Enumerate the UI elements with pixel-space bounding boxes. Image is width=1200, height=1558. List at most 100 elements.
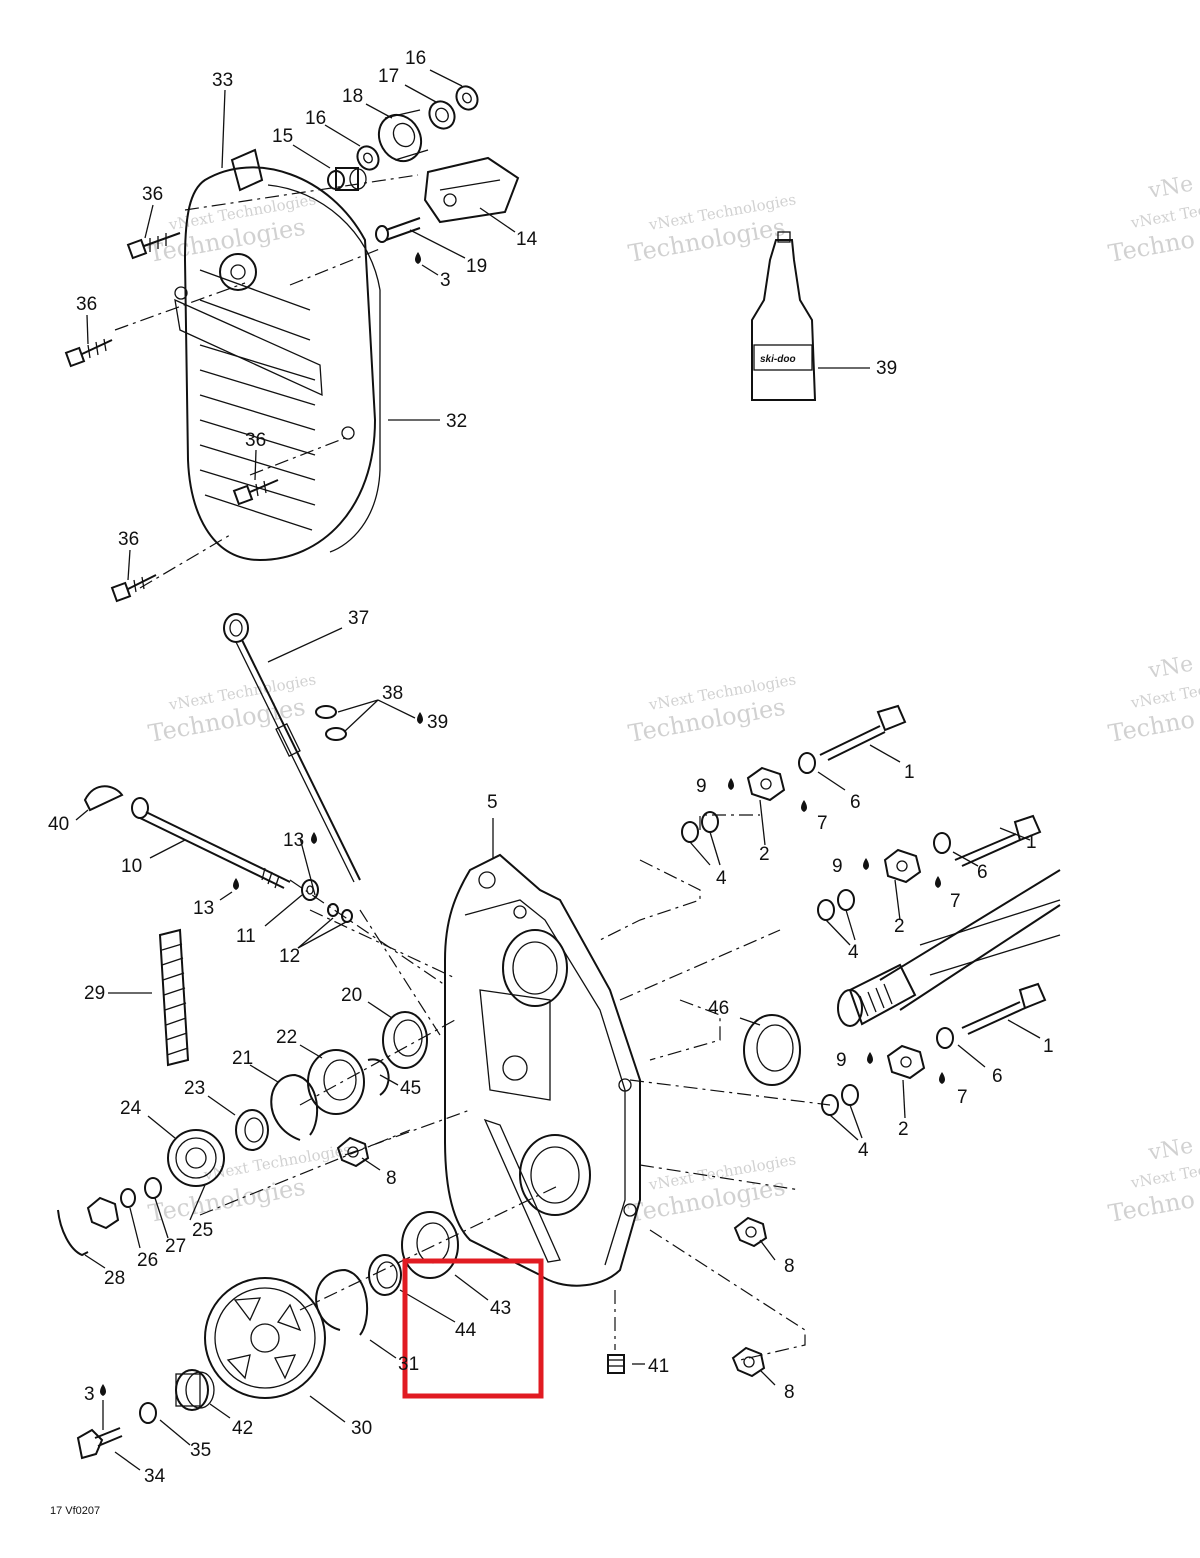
label-36: 36 xyxy=(245,430,266,451)
label-1: 1 xyxy=(1043,1036,1054,1057)
label-22: 22 xyxy=(276,1027,297,1048)
nut-2-mid xyxy=(883,848,922,884)
pin-10 xyxy=(131,797,291,889)
label-42: 42 xyxy=(232,1418,253,1439)
label-28: 28 xyxy=(104,1268,125,1289)
washer-26 xyxy=(120,1188,136,1208)
watermark-text: vNe xyxy=(1146,652,1195,685)
label-2: 2 xyxy=(759,844,770,865)
label-16: 16 xyxy=(305,108,326,129)
sprocket-30 xyxy=(204,1277,326,1399)
dipstick-37 xyxy=(223,613,361,883)
chaincase-cover xyxy=(174,148,381,562)
washer-6-low xyxy=(936,1027,954,1049)
bolt-36-b xyxy=(64,338,113,368)
clip-40 xyxy=(83,785,124,812)
spacer-15 xyxy=(327,167,367,191)
label-25: 25 xyxy=(192,1220,213,1241)
plug-41 xyxy=(607,1354,625,1374)
oil-drop-icon xyxy=(863,858,869,870)
assembly-lines xyxy=(114,174,831,1361)
label-39: 39 xyxy=(876,358,897,379)
oil-bottle-39: ski-doo xyxy=(751,231,817,401)
label-45: 45 xyxy=(400,1078,421,1099)
label-36: 36 xyxy=(142,184,163,205)
bottle-brand-text: ski-doo xyxy=(760,354,796,365)
watermark-right-edge: vNe vNext Tec Techno vNe vNext Tec Techn… xyxy=(1106,172,1200,1228)
nut-8-mid xyxy=(336,1136,370,1168)
label-7: 7 xyxy=(817,813,828,834)
label-24: 24 xyxy=(120,1098,142,1119)
washers-12 xyxy=(327,903,353,923)
label-35: 35 xyxy=(190,1440,211,1461)
drawing-reference-code: 17 Vf0207 xyxy=(50,1505,100,1517)
label-41: 41 xyxy=(648,1356,669,1377)
spacer-23 xyxy=(235,1109,269,1151)
oil-drop-icon xyxy=(233,878,239,890)
label-27: 27 xyxy=(165,1236,186,1257)
oil-drop-icons xyxy=(100,252,945,1396)
callout-labels: 16 17 18 16 15 33 36 36 36 36 14 19 3 32… xyxy=(48,48,1054,1487)
label-4: 4 xyxy=(848,942,859,963)
label-8: 8 xyxy=(784,1256,795,1277)
needle-bearing-17 xyxy=(428,100,456,130)
bolt-1-mid xyxy=(954,814,1042,867)
label-3: 3 xyxy=(84,1384,95,1405)
label-19: 19 xyxy=(466,256,487,277)
drive-axle xyxy=(837,869,1061,1027)
label-37: 37 xyxy=(348,608,369,629)
sprocket-24 xyxy=(167,1129,225,1187)
nut-2-top xyxy=(746,766,786,802)
label-2: 2 xyxy=(898,1119,909,1140)
label-30: 30 xyxy=(351,1418,372,1439)
circlip-21 xyxy=(270,1073,319,1141)
label-14: 14 xyxy=(516,229,538,250)
spacer-42 xyxy=(175,1369,215,1411)
label-8: 8 xyxy=(386,1168,397,1189)
washer-27 xyxy=(144,1177,162,1199)
label-21: 21 xyxy=(232,1048,253,1069)
label-7: 7 xyxy=(957,1087,968,1108)
bearing-43 xyxy=(401,1211,459,1279)
bolt-36-a xyxy=(126,232,181,260)
tensioner-sprocket-small xyxy=(219,253,257,291)
nut-8-right-low xyxy=(731,1346,766,1378)
label-9: 9 xyxy=(836,1050,847,1071)
label-39: 39 xyxy=(427,712,448,733)
bolt-19 xyxy=(375,217,421,243)
highlight-box xyxy=(402,1258,544,1399)
label-11: 11 xyxy=(236,926,256,947)
watermark-text: Techno xyxy=(1106,225,1197,268)
oil-drop-icon xyxy=(935,876,941,888)
label-15: 15 xyxy=(272,126,293,147)
washer-11 xyxy=(301,879,319,901)
label-8: 8 xyxy=(784,1382,795,1403)
label-6: 6 xyxy=(977,862,988,883)
label-6: 6 xyxy=(992,1066,1003,1087)
label-4: 4 xyxy=(858,1140,869,1161)
chaincase-housing-5 xyxy=(444,853,641,1287)
label-5: 5 xyxy=(487,792,498,813)
label-2: 2 xyxy=(894,916,905,937)
nut-2-low xyxy=(886,1044,926,1080)
chain-29 xyxy=(158,928,190,1067)
label-44: 44 xyxy=(455,1320,477,1341)
bolt-34 xyxy=(76,1427,123,1460)
oil-drop-icon xyxy=(728,778,734,790)
oil-drop-icon xyxy=(415,252,421,264)
label-13: 13 xyxy=(193,898,214,919)
washer-16-mid xyxy=(356,145,380,171)
washer-35 xyxy=(139,1402,157,1424)
castle-nut xyxy=(86,1196,120,1230)
nut-8-right-mid xyxy=(733,1216,768,1248)
cover-louvers xyxy=(199,269,316,531)
bolt-36-d xyxy=(110,574,157,603)
watermark-text: vNe xyxy=(1146,172,1195,205)
watermark-low-center: vNext Technologies Technologies xyxy=(626,1150,797,1228)
oil-drop-icon xyxy=(939,1072,945,1084)
label-43: 43 xyxy=(490,1298,511,1319)
label-4: 4 xyxy=(716,868,727,889)
snap-ring-45 xyxy=(367,1058,390,1096)
